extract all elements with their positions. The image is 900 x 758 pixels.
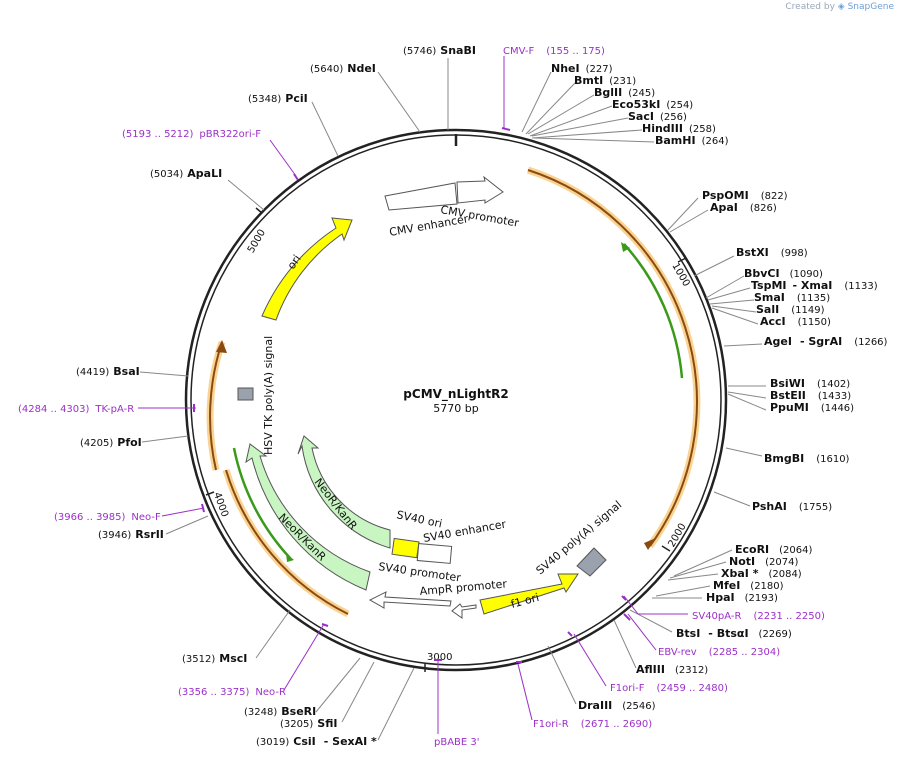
site-bmti: BmtI(231) bbox=[574, 74, 636, 87]
site-draiii: DraIII(2546) bbox=[578, 699, 656, 712]
site-csii: (3019)CsiI- SexAI * bbox=[256, 735, 377, 748]
label-hsv-tk-polya: HSV TK poly(A) signal bbox=[262, 336, 275, 455]
site-bmgbi: BmgBI(1610) bbox=[764, 452, 850, 465]
green-arc-left bbox=[232, 447, 291, 559]
site-eco53ki: Eco53kI(254) bbox=[612, 98, 693, 111]
site-snabi: (5746)SnaBI bbox=[403, 44, 476, 57]
site-bsteii: BstEII(1433) bbox=[770, 389, 851, 402]
tick-label-1000: 1000 bbox=[669, 261, 691, 289]
feature-cmv-enhancer bbox=[384, 182, 458, 211]
tick-label-3000: 3000 bbox=[427, 652, 452, 663]
primer-pbabe-3: pBABE 3' bbox=[434, 737, 480, 748]
feature-f1-ori bbox=[479, 573, 579, 615]
site-nhei: NheI(227) bbox=[551, 62, 613, 75]
site-afliii: AflIII(2312) bbox=[636, 663, 708, 676]
tick-marks bbox=[205, 207, 687, 672]
site-hpai: HpaI(2193) bbox=[706, 591, 778, 604]
site-bsai: (4419)BsaI bbox=[76, 365, 140, 378]
site-bbvci: BbvCI(1090) bbox=[744, 267, 823, 280]
site-pfoi: (4205)PfoI bbox=[80, 436, 142, 449]
tick-label-5000: 5000 bbox=[246, 228, 268, 256]
site-bglii: BglII(245) bbox=[594, 86, 655, 99]
site-ndei: (5640)NdeI bbox=[310, 62, 376, 75]
site-apali: (5034)ApaLI bbox=[150, 167, 222, 180]
green-arc-right bbox=[623, 243, 684, 379]
label-neor-kanr-inner: NeoR/KanR bbox=[312, 476, 360, 533]
feature-hsv-tk-polya bbox=[237, 387, 254, 401]
primer-labels: CMV-F(155 .. 175) (5193 .. 5212)pBR322or… bbox=[18, 46, 825, 748]
site-bstxi: BstXI(998) bbox=[736, 246, 808, 259]
site-bseri: (3248)BseRI bbox=[244, 705, 316, 718]
feature-cmv-promoter bbox=[456, 175, 504, 204]
feature-neor-kanr-inner bbox=[297, 435, 391, 549]
snapgene-logo-icon: ◈ bbox=[837, 2, 845, 12]
site-saci: SacI(256) bbox=[628, 110, 687, 123]
orf-arcs bbox=[206, 166, 701, 618]
green-arcs bbox=[232, 242, 684, 562]
site-bamhi: BamHI(264) bbox=[655, 134, 729, 147]
feature-sv40-ori bbox=[391, 537, 420, 559]
orf-arc-left-top bbox=[209, 341, 223, 471]
orf-arc-left-bottom bbox=[225, 469, 349, 615]
feature-sv40-polya bbox=[576, 547, 607, 577]
site-xbai: XbaI *(2084) bbox=[721, 567, 802, 580]
feature-ori bbox=[261, 217, 353, 321]
primer-pbr322ori-f: (5193 .. 5212)pBR322ori-F bbox=[122, 129, 261, 140]
site-sali: SalI(1149) bbox=[756, 303, 825, 316]
site-btsi: BtsI- BtsαI(2269) bbox=[676, 627, 792, 640]
plasmid-name: pCMV_nLightR2 bbox=[403, 387, 508, 402]
primer-tk-pa-r: (4284 .. 4303)TK-pA-R bbox=[18, 404, 134, 415]
feature-ampr-promoter bbox=[451, 603, 477, 619]
primer-f1ori-f: F1ori-F(2459 .. 2480) bbox=[610, 683, 728, 694]
primer-sv40pa-r: SV40pA-R(2231 .. 2250) bbox=[692, 611, 825, 622]
site-sfii: (3205)SfiI bbox=[280, 717, 337, 730]
tick-label-2000: 2000 bbox=[666, 522, 688, 550]
site-pspomi: PspOMI(822) bbox=[702, 189, 788, 202]
orf-arrow-right bbox=[644, 538, 656, 550]
site-bsiwi: BsiWI(1402) bbox=[770, 377, 850, 390]
site-rsrii: (3946)RsrII bbox=[98, 528, 164, 541]
credit: Created by ◈ SnapGene bbox=[785, 2, 894, 12]
primer-cmv-f: CMV-F(155 .. 175) bbox=[503, 46, 605, 57]
backbone-outer bbox=[184, 128, 728, 672]
site-tspmi: TspMI- XmaI(1133) bbox=[751, 279, 878, 292]
site-labels: (5746)SnaBI (5640)NdeI (5348)PciI (5034)… bbox=[76, 44, 888, 748]
primer-f1ori-r: F1ori-R(2671 .. 2690) bbox=[533, 719, 652, 730]
site-msci: (3512)MscI bbox=[182, 652, 247, 665]
primer-ebv-rev: EBV-rev(2285 .. 2304) bbox=[658, 647, 780, 658]
feature-sv40-promoter bbox=[368, 591, 452, 609]
site-acci: AccI(1150) bbox=[760, 315, 831, 328]
label-sv40-ori: SV40 ori bbox=[395, 508, 443, 530]
primer-neo-f: (3966 .. 3985)Neo-F bbox=[54, 512, 161, 523]
tick-label-4000: 4000 bbox=[211, 491, 230, 519]
orf-arc-right bbox=[527, 169, 698, 547]
site-ecori: EcoRI(2064) bbox=[735, 543, 813, 556]
primer-lines bbox=[138, 56, 688, 734]
site-smai: SmaI(1135) bbox=[754, 291, 830, 304]
site-pcii: (5348)PciI bbox=[248, 92, 308, 105]
orf-arrow-left-top bbox=[216, 340, 227, 353]
site-hindiii: HindIII(258) bbox=[642, 122, 716, 135]
site-apai: ApaI(826) bbox=[710, 201, 777, 214]
feature-sv40-enhancer bbox=[416, 543, 453, 564]
leader-lines bbox=[139, 58, 767, 741]
primer-neo-r: (3356 .. 3375)Neo-R bbox=[178, 687, 286, 698]
site-agei: AgeI- SgrAI(1266) bbox=[764, 335, 888, 348]
site-ppumi: PpuMI(1446) bbox=[770, 401, 854, 414]
feature-neor-kanr-outer bbox=[245, 443, 371, 591]
site-pshai: PshAI(1755) bbox=[752, 500, 832, 513]
site-mfei: MfeI(2180) bbox=[713, 579, 784, 592]
label-neor-kanr-outer: NeoR/KanR bbox=[276, 511, 329, 564]
plasmid-size: 5770 bp bbox=[433, 402, 478, 415]
site-noti: NotI(2074) bbox=[729, 555, 798, 568]
